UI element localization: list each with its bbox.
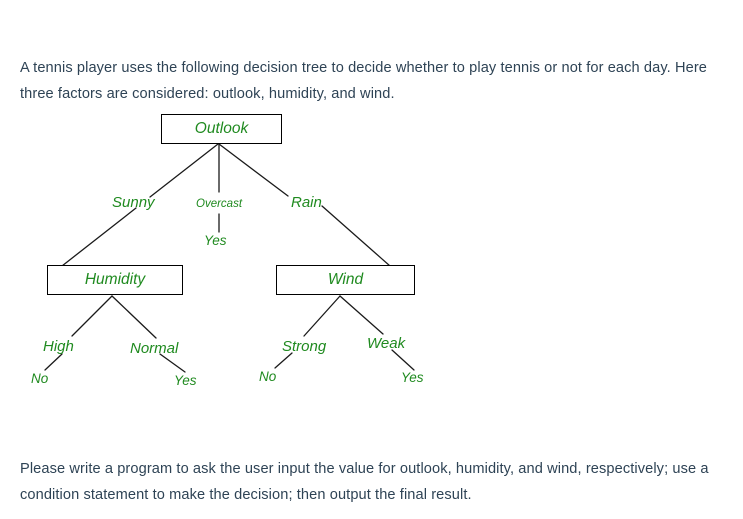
edge-label-high: High	[43, 338, 74, 355]
edge-wind-weak-leaf	[391, 349, 415, 371]
tree-node-humidity[interactable]: Humidity	[47, 265, 183, 295]
tree-node-wind-label: Wind	[327, 271, 364, 289]
edge-outlook-rain-lower	[321, 205, 391, 267]
edge-label-rain: Rain	[291, 194, 322, 211]
edge-outlook-sunny-lower	[61, 207, 137, 267]
leaf-wind-strong-no: No	[259, 369, 277, 384]
edge-label-overcast: Overcast	[196, 198, 243, 210]
tree-node-wind[interactable]: Wind	[276, 265, 415, 295]
edge-humidity-high	[71, 295, 113, 337]
leaf-wind-weak-yes: Yes	[401, 370, 424, 385]
edge-label-normal: Normal	[130, 340, 179, 357]
edge-label-sunny: Sunny	[112, 194, 155, 211]
edge-wind-weak	[339, 295, 384, 335]
edge-wind-strong-leaf	[274, 352, 293, 369]
intro-paragraph: A tennis player uses the following decis…	[20, 59, 707, 102]
edge-humidity-high-leaf	[44, 353, 63, 371]
tree-node-outlook[interactable]: Outlook	[161, 114, 282, 144]
edge-label-weak: Weak	[367, 335, 406, 352]
edge-outlook-rain	[218, 143, 289, 197]
edge-humidity-normal-leaf	[159, 353, 186, 373]
edge-wind-strong	[303, 295, 341, 337]
leaf-overcast-yes: Yes	[204, 233, 227, 248]
decision-tree-figure: Outlook Humidity Wind Sunny Overcast Rai…	[0, 100, 460, 400]
tree-edges-svg	[44, 143, 415, 373]
tree-node-humidity-label: Humidity	[84, 271, 146, 289]
edge-outlook-sunny	[149, 143, 219, 198]
edge-humidity-normal	[111, 295, 157, 339]
tree-node-outlook-label: Outlook	[194, 120, 249, 138]
leaf-humidity-normal-yes: Yes	[174, 373, 197, 388]
task-paragraph: Please write a program to ask the user i…	[20, 460, 709, 503]
leaf-humidity-high-no: No	[31, 371, 49, 386]
edge-label-strong: Strong	[282, 338, 327, 355]
